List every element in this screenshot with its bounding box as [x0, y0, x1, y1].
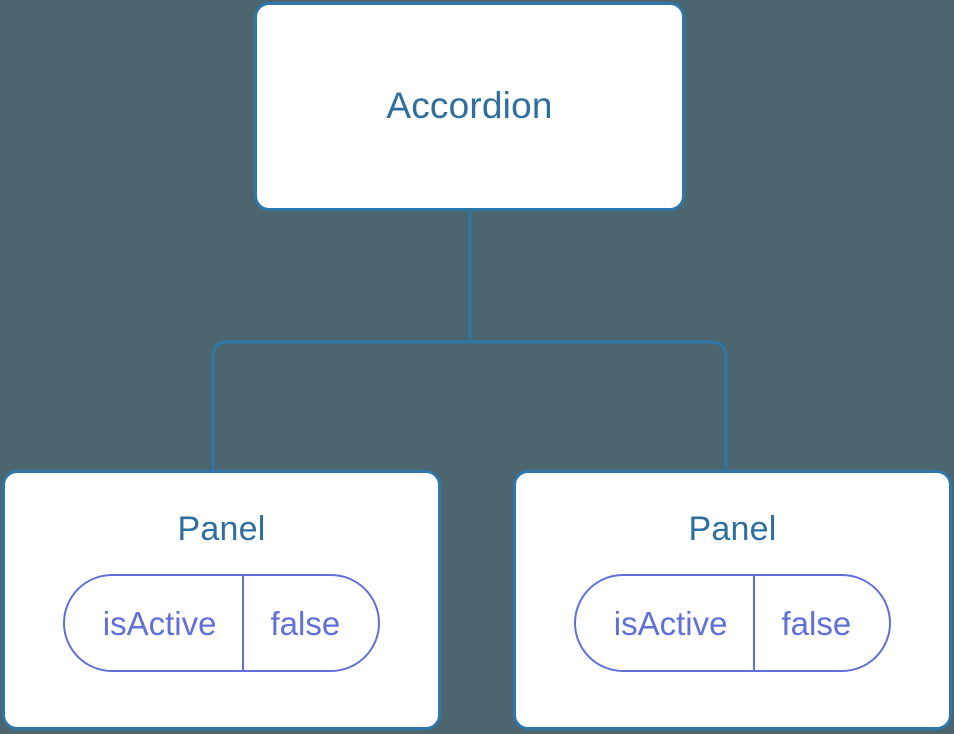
node-accordion[interactable]: Accordion: [254, 2, 685, 211]
node-panel-right[interactable]: Panel isActive false: [513, 470, 952, 730]
prop-badge[interactable]: isActive false: [573, 574, 892, 673]
node-panel-left[interactable]: Panel isActive false: [2, 470, 441, 730]
prop-key: isActive: [613, 604, 728, 642]
prop-list: isActive false: [5, 574, 438, 673]
node-title: Accordion: [386, 85, 553, 127]
prop-key: isActive: [102, 604, 217, 642]
node-title: Panel: [688, 510, 777, 548]
edge-root-to-panel-left: [211, 340, 470, 470]
prop-badge[interactable]: isActive false: [62, 574, 381, 673]
prop-list: isActive false: [516, 574, 949, 673]
edge-root-to-panel-right: [470, 340, 728, 470]
prop-value: false: [242, 576, 378, 671]
prop-value: false: [753, 576, 889, 671]
node-title: Panel: [177, 510, 266, 548]
